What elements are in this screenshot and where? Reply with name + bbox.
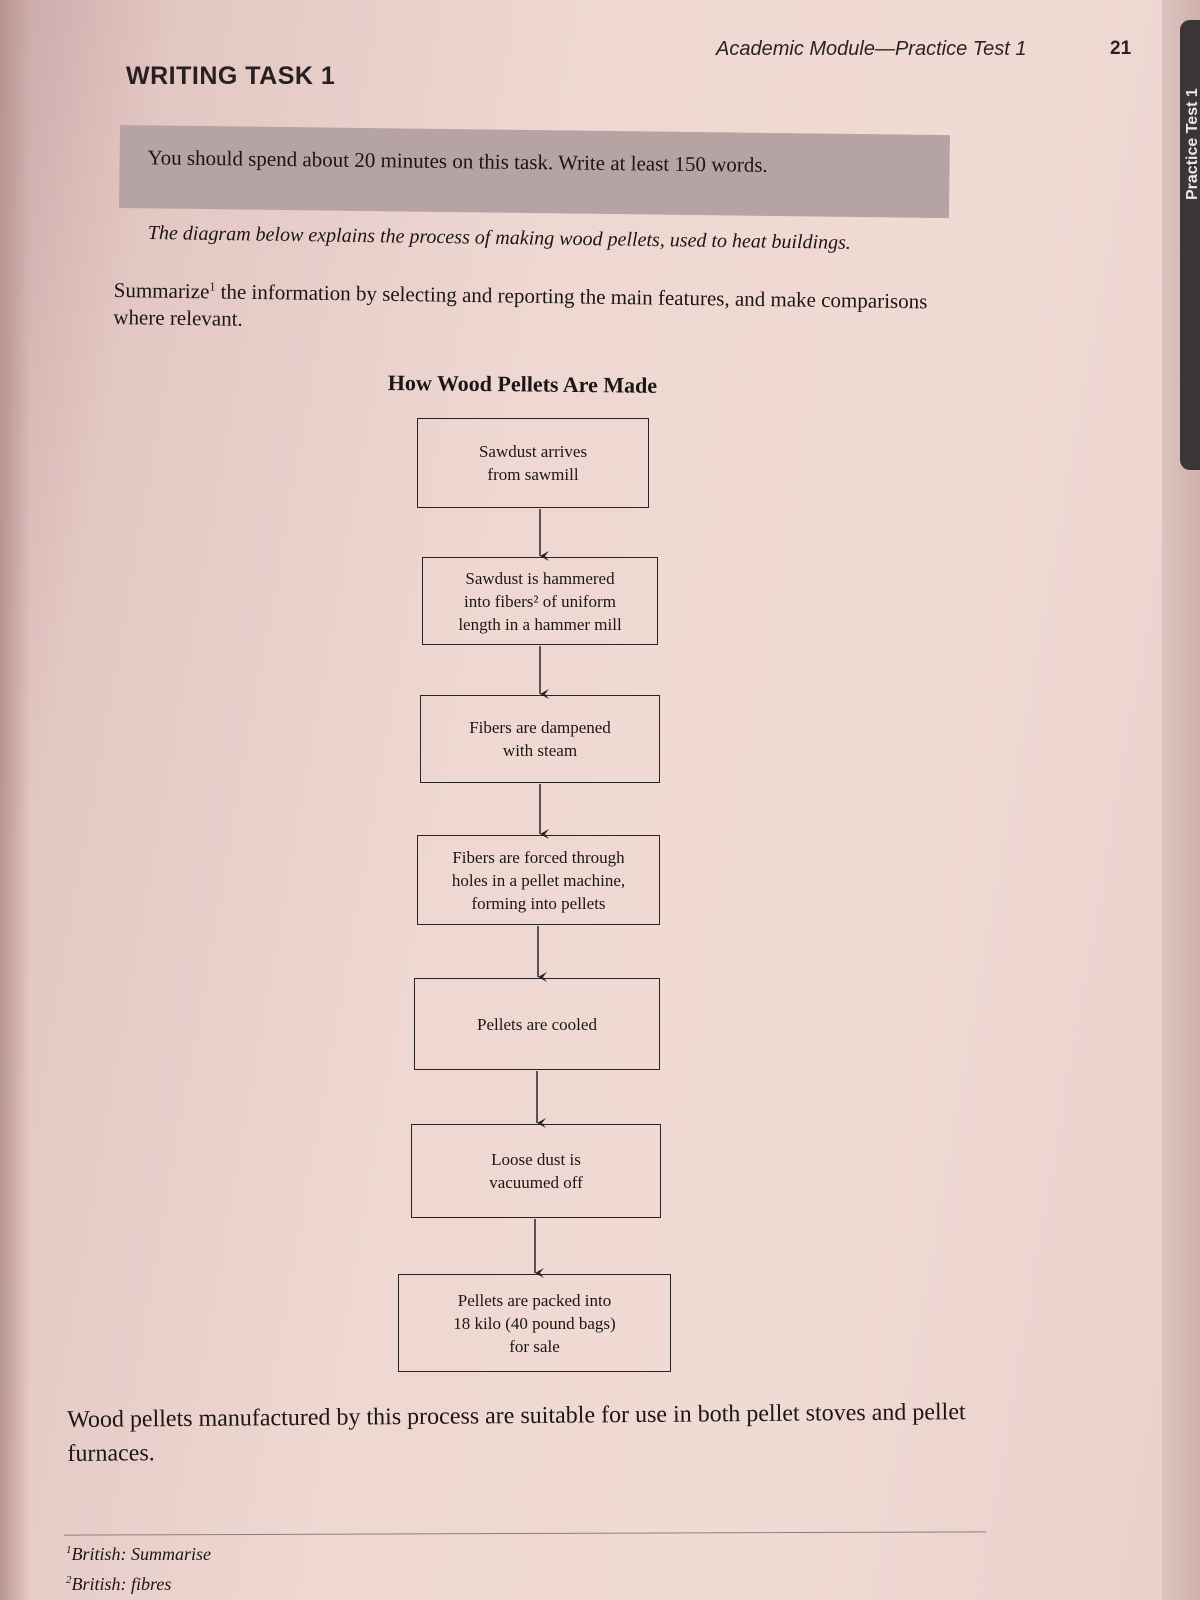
- footnote-1-text: British: Summarise: [71, 1544, 212, 1564]
- task-title: WRITING TASK 1: [126, 62, 336, 90]
- running-head: Academic Module—Practice Test 1: [716, 38, 1027, 60]
- flow-step-text: Loose dust is: [491, 1150, 581, 1169]
- flow-step-text: Sawdust arrives: [478, 442, 588, 461]
- flow-step-text: forming into pellets: [471, 893, 606, 913]
- footnote-2-text: British: fibres: [71, 1574, 172, 1594]
- flow-step-text: vacuumed off: [489, 1173, 583, 1192]
- page-gutter-shadow: [0, 0, 30, 1600]
- flow-step-text: from sawmill: [487, 465, 579, 484]
- flow-step-cooled: Pellets are cooled: [414, 978, 660, 1070]
- flow-step-text: holes in a pellet machine,: [451, 870, 626, 890]
- flow-step-text: Pellets are packed into: [457, 1290, 612, 1310]
- footnote-2: 2British: fibres: [66, 1574, 171, 1595]
- section-tab: [1180, 20, 1200, 470]
- closing-paragraph: Wood pellets manufactured by this proces…: [67, 1399, 966, 1467]
- flow-step-text: Sawdust is hammered: [465, 568, 615, 588]
- footnote-2-mark: 2: [66, 1574, 72, 1586]
- flow-step-hammer-mill: Sawdust is hammered into fibers² of unif…: [422, 557, 658, 645]
- flow-step-text: for sale: [509, 1336, 560, 1356]
- flow-step-text: Fibers are dampened: [469, 718, 611, 737]
- footnote-1: 1British: Summarise: [66, 1544, 211, 1565]
- flow-step-text: into fibers² of uniform: [464, 591, 616, 611]
- page-number: 21: [1110, 38, 1132, 59]
- flow-step-text: with steam: [502, 741, 578, 760]
- flow-step-packed: Pellets are packed into 18 kilo (40 poun…: [398, 1274, 671, 1372]
- flow-step-text: Fibers are forced through: [452, 847, 625, 867]
- flow-step-text: length in a hammer mill: [458, 614, 622, 634]
- flow-step-text: 18 kilo (40 pound bags): [453, 1313, 616, 1333]
- flow-step-vacuumed: Loose dust is vacuumed off: [411, 1124, 661, 1218]
- flow-step-pellet-machine: Fibers are forced through holes in a pel…: [417, 835, 660, 925]
- flow-step-text: Pellets are cooled: [477, 1014, 597, 1034]
- footnote-1-mark: 1: [66, 1544, 72, 1556]
- flow-step-sawdust-arrives: Sawdust arrives from sawmill: [417, 418, 649, 508]
